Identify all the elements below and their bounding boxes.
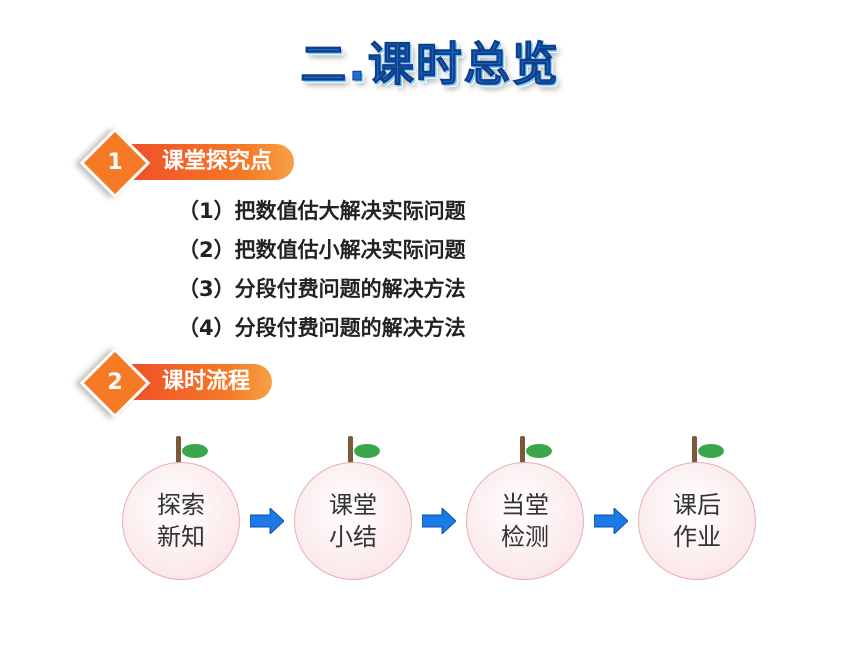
step-label-line2: 小结 bbox=[329, 523, 377, 551]
stem-icon bbox=[176, 436, 181, 466]
step-label-line2: 检测 bbox=[501, 523, 549, 551]
stem-icon bbox=[692, 436, 697, 466]
topic-item: （4）分段付费问题的解决方法 bbox=[178, 316, 466, 340]
step-label-line1: 课后 bbox=[673, 491, 721, 519]
step-circle: 探索 新知 bbox=[122, 462, 240, 580]
step-label-line2: 新知 bbox=[157, 523, 205, 551]
lesson-flow: 探索 新知 课堂 小结 当堂 检测 课后 作业 bbox=[0, 430, 860, 590]
leaf-icon bbox=[354, 444, 380, 458]
section-header-2: 2 课时流程 bbox=[79, 347, 340, 419]
leaf-icon bbox=[526, 444, 552, 458]
leaf-icon bbox=[182, 444, 208, 458]
step-circle: 课堂 小结 bbox=[294, 462, 412, 580]
section-title: 课时流程 bbox=[130, 364, 273, 400]
topic-list: （1）把数值估大解决实际问题 （2）把数值估小解决实际问题 （3）分段付费问题的… bbox=[178, 196, 466, 352]
right-arrow-icon bbox=[422, 508, 456, 534]
stem-icon bbox=[520, 436, 525, 466]
step-circle: 课后 作业 bbox=[638, 462, 756, 580]
leaf-icon bbox=[698, 444, 724, 458]
topic-item: （1）把数值估大解决实际问题 bbox=[178, 199, 466, 223]
flow-step-4: 课后 作业 bbox=[638, 430, 768, 580]
step-label-line1: 课堂 bbox=[329, 491, 377, 519]
stem-icon bbox=[348, 436, 353, 466]
section-number: 2 bbox=[107, 370, 123, 395]
topic-item: （3）分段付费问题的解决方法 bbox=[178, 277, 466, 301]
flow-step-1: 探索 新知 bbox=[122, 430, 252, 580]
flow-step-2: 课堂 小结 bbox=[294, 430, 424, 580]
section-number: 1 bbox=[107, 150, 123, 175]
flow-step-3: 当堂 检测 bbox=[466, 430, 596, 580]
step-label-line1: 探索 bbox=[157, 491, 205, 519]
topic-item: （2）把数值估小解决实际问题 bbox=[178, 238, 466, 262]
section-header-1: 1 课堂探究点 bbox=[79, 127, 340, 199]
step-circle: 当堂 检测 bbox=[466, 462, 584, 580]
right-arrow-icon bbox=[594, 508, 628, 534]
right-arrow-icon bbox=[250, 508, 284, 534]
page-title: 二.课时总览 bbox=[300, 37, 560, 92]
step-label-line1: 当堂 bbox=[501, 491, 549, 519]
step-label-line2: 作业 bbox=[673, 523, 721, 551]
section-title: 课堂探究点 bbox=[130, 144, 295, 180]
